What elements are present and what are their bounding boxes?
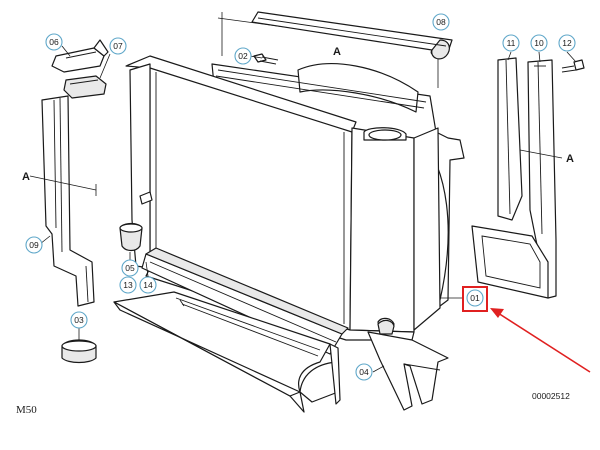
clip-03 bbox=[61, 328, 97, 364]
section-label-left: A bbox=[22, 171, 30, 183]
callout-07[interactable]: 07 bbox=[109, 37, 127, 55]
lower-air-duct bbox=[141, 247, 349, 355]
callout-02[interactable]: 02 bbox=[234, 47, 252, 65]
highlight-arrow bbox=[490, 308, 591, 373]
callout-06[interactable]: 06 bbox=[45, 33, 63, 51]
model-caption: M50 bbox=[16, 404, 37, 416]
callout-04[interactable]: 04 bbox=[355, 363, 373, 381]
svg-text:05: 05 bbox=[125, 263, 135, 273]
highlight-box bbox=[462, 286, 488, 312]
callout-03[interactable]: 03 bbox=[70, 311, 88, 329]
section-label-top: A bbox=[333, 46, 341, 58]
top-seal-strip bbox=[251, 11, 453, 60]
svg-text:09: 09 bbox=[29, 240, 39, 250]
callout-08[interactable]: 08 bbox=[432, 13, 450, 31]
callout-12[interactable]: 12 bbox=[558, 34, 576, 52]
svg-text:14: 14 bbox=[143, 280, 153, 290]
svg-text:13: 13 bbox=[123, 280, 133, 290]
top-clip-06 bbox=[51, 39, 109, 73]
document-number: 00002512 bbox=[532, 391, 570, 401]
section-label-right: A bbox=[566, 153, 574, 165]
callout-11[interactable]: 11 bbox=[502, 34, 520, 52]
svg-text:08: 08 bbox=[436, 17, 446, 27]
callout-09[interactable]: 09 bbox=[25, 236, 43, 254]
right-side-panel-10: A bbox=[471, 51, 574, 299]
callout-05[interactable]: 05 bbox=[121, 259, 139, 277]
svg-text:04: 04 bbox=[359, 367, 369, 377]
svg-text:03: 03 bbox=[74, 315, 84, 325]
mount-peg bbox=[139, 191, 153, 205]
svg-text:12: 12 bbox=[562, 38, 572, 48]
svg-text:07: 07 bbox=[113, 41, 123, 51]
front-air-guide bbox=[113, 291, 341, 413]
bolt-02 bbox=[249, 53, 279, 65]
callout-14[interactable]: 14 bbox=[139, 276, 157, 294]
rubber-mount-05 bbox=[119, 222, 143, 262]
callout-01-label: 01 bbox=[470, 293, 480, 303]
callout-13[interactable]: 13 bbox=[119, 276, 137, 294]
svg-text:06: 06 bbox=[49, 37, 59, 47]
svg-text:11: 11 bbox=[507, 38, 516, 48]
svg-text:02: 02 bbox=[238, 51, 248, 61]
clip-insert-07 bbox=[63, 53, 111, 99]
callout-10[interactable]: 10 bbox=[530, 34, 548, 52]
bolt-12 bbox=[561, 51, 585, 73]
lower-bracket-04 bbox=[367, 319, 449, 411]
right-seal-strip-11 bbox=[497, 51, 523, 221]
left-side-panel-09: A bbox=[22, 95, 97, 307]
svg-text:10: 10 bbox=[534, 38, 544, 48]
callout-01-highlighted[interactable]: 01 bbox=[440, 286, 488, 312]
